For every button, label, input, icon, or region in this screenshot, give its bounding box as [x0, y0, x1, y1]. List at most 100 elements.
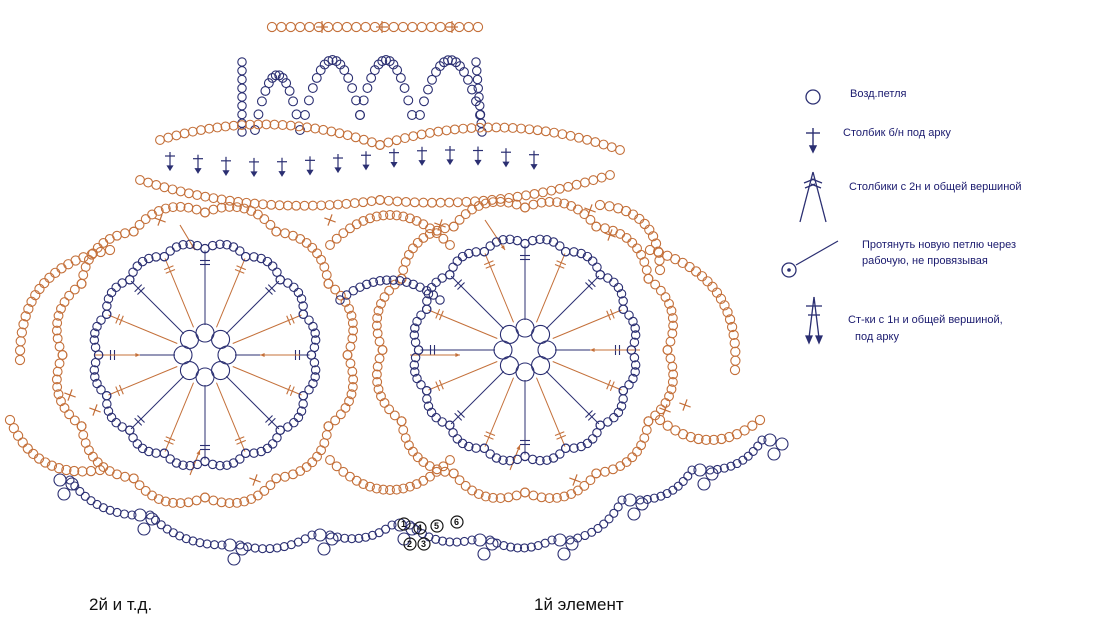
chain-stitch [554, 183, 565, 194]
chain-stitch [604, 514, 614, 524]
chain-stitch [590, 137, 601, 148]
chain-stitch [128, 226, 139, 237]
chain-stitch [485, 537, 499, 551]
chain-stitch [416, 380, 426, 390]
chain-stitch [316, 200, 327, 211]
chain-stitch [684, 261, 695, 273]
chain-stitch [401, 277, 412, 287]
chain-stitch [127, 510, 137, 520]
chain-stitch [643, 416, 654, 427]
chain-stitch [624, 380, 634, 390]
chain-stitch [345, 223, 355, 234]
chain-stitch [521, 190, 531, 201]
chain-stitch [266, 199, 277, 210]
chain-stitch [655, 404, 666, 415]
chain-stitch [373, 305, 384, 316]
stitch-line [545, 275, 600, 330]
chain-stitch [579, 209, 590, 220]
chain-stitch [304, 21, 315, 33]
chain-stitch [140, 214, 151, 225]
chain-stitch [259, 214, 270, 225]
stitch-line [225, 280, 280, 335]
chain-stitch [427, 74, 437, 85]
chain-stitch [557, 547, 571, 561]
chain-stitch [332, 21, 343, 33]
chain-stitch [196, 125, 206, 136]
chain-stitch [331, 461, 342, 472]
chain-stitch [636, 440, 647, 451]
chain-stitch [488, 197, 498, 208]
chain-stitch [730, 355, 741, 366]
chain-stitch [296, 406, 307, 416]
chain-stitch [664, 298, 674, 309]
chain-stitch [224, 201, 235, 212]
chain-stitch [596, 172, 607, 183]
chain-stitch [200, 492, 210, 503]
chain-stitch [300, 110, 310, 120]
chain-stitch [159, 448, 170, 459]
stitch-line [428, 309, 498, 339]
chain-stitch [106, 412, 117, 423]
sc-arrow [278, 171, 286, 177]
chain-stitch [673, 481, 683, 491]
chain-stitch [12, 430, 24, 441]
chain-stitch [333, 199, 343, 210]
stitch-line [232, 366, 302, 396]
chain-stitch [69, 465, 80, 477]
single-crochet-mark [305, 156, 315, 176]
chain-stitch [76, 421, 87, 432]
chain-stitch [480, 491, 491, 502]
chain-stitch [361, 532, 371, 542]
chain-stitch [463, 74, 473, 85]
sc-arrow [334, 167, 342, 174]
chain-stitch [282, 200, 293, 211]
chain-stitch [667, 377, 678, 387]
chain-stitch [512, 454, 523, 465]
chain-stitch [560, 246, 571, 257]
chain-stitch [145, 510, 155, 520]
chain-stitch [605, 170, 615, 180]
chain-stitch [351, 95, 362, 106]
chain-stitch [460, 209, 471, 220]
single-crochet-mark [249, 157, 259, 178]
chain-stitch [56, 396, 66, 407]
chain-stitch [775, 437, 789, 451]
chain-stitch [649, 493, 659, 503]
chain-stitch [134, 219, 145, 230]
cross-mark [604, 229, 616, 241]
chain-stitch [183, 497, 194, 508]
chain-stitch [478, 195, 489, 206]
chain-stitch [421, 286, 432, 296]
chain-stitch [265, 219, 276, 230]
chain-stitch [298, 399, 308, 409]
chain-stitch [418, 457, 429, 467]
chain-stitch [208, 193, 219, 204]
chain-stitch [485, 241, 495, 251]
chain-stitches-layer [4, 21, 789, 566]
single-crochet-mark [221, 156, 231, 176]
stitch-line [450, 370, 505, 425]
chain-stitch [147, 490, 158, 501]
chain-stitch [232, 497, 242, 508]
chain-stitch [395, 276, 405, 286]
chain-stitch [354, 533, 364, 543]
chain-stitch [416, 129, 427, 140]
chain-stitch [388, 21, 399, 33]
chain-stitch [64, 290, 75, 301]
chain-stitch [763, 433, 777, 447]
chain-stitch [463, 21, 474, 33]
chain-stitch [178, 460, 188, 470]
chain-stitch [378, 484, 389, 495]
stitch-tick [556, 434, 566, 440]
chain-stitch [271, 473, 282, 484]
chain-stitch [448, 221, 459, 232]
chain-stitch [503, 492, 514, 503]
chain-stitch [256, 253, 266, 264]
chain-stitch [388, 275, 399, 285]
chain-stitch [90, 342, 101, 353]
chain-stitch [452, 434, 463, 444]
chain-stitch [240, 448, 251, 459]
chain-stitch [285, 120, 296, 131]
stitch-line [225, 375, 280, 430]
chain-stitch [316, 445, 327, 456]
